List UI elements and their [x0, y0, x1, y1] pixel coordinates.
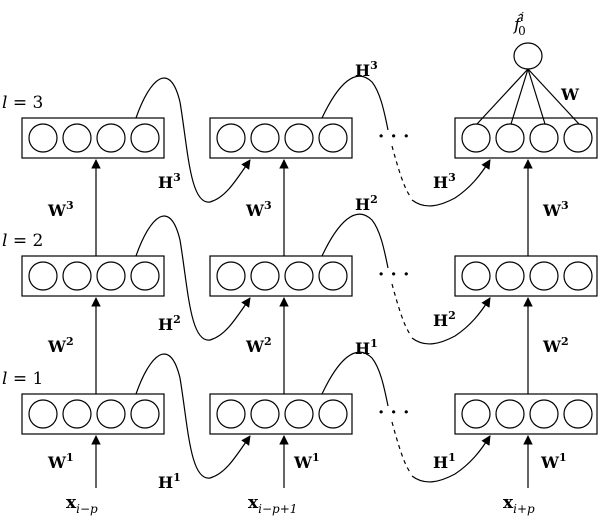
- hidden-label-h3-top: H3: [355, 59, 378, 80]
- h2-curve-left-mid: [135, 215, 251, 341]
- hidden-label-h1-left: H1: [158, 471, 181, 492]
- layer2-left-neuron-3: [96, 261, 126, 291]
- vertical-arrows: [91, 159, 533, 488]
- layer1-left-neuron-2: [62, 399, 92, 429]
- neurons: [28, 123, 593, 429]
- layer3-left-neuron-4: [130, 123, 160, 153]
- layer3-left-neuron-3: [96, 123, 126, 153]
- layer1-right-neuron-4: [563, 399, 593, 429]
- layer1-right-neuron-3: [529, 399, 559, 429]
- h1-curve-mid-dashed: [391, 421, 411, 473]
- ellipsis-row1: · · ·: [378, 402, 409, 423]
- h1-curve-left-mid: [135, 353, 251, 479]
- h3-curve-left-mid: [135, 77, 251, 203]
- hidden-label-h2-top: H2: [355, 193, 378, 214]
- layer1-left-neuron-3: [96, 399, 126, 429]
- h3-curve-mid-start: [321, 75, 389, 131]
- layer1-right-neuron-2: [495, 399, 525, 429]
- hidden-label-h3-left: H3: [158, 171, 181, 192]
- output-edge-4: [527, 68, 580, 125]
- weight-label-w3-left: W3: [47, 199, 74, 220]
- h3-curve-mid-end: [411, 159, 491, 207]
- h2-curve-mid-start: [321, 213, 389, 269]
- hidden-label-h2-left: H2: [158, 313, 181, 334]
- layer3-left-neuron-1: [28, 123, 58, 153]
- output-edge-2: [510, 68, 529, 125]
- layer-label-2: l = 2: [2, 231, 43, 251]
- layer3-mid-neuron-3: [284, 123, 314, 153]
- layer1-mid-neuron-1: [216, 399, 246, 429]
- h1-curve-mid-end: [411, 435, 491, 483]
- h1-curve-mid-start: [321, 351, 389, 407]
- layer3-mid-neuron-1: [216, 123, 246, 153]
- layer3-right-neuron-1: [461, 123, 491, 153]
- layer2-right-neuron-3: [529, 261, 559, 291]
- ellipsis-row3: · · ·: [378, 126, 409, 147]
- weight-label-w3-right: W3: [542, 199, 569, 220]
- weight-label-w2-right: W2: [542, 335, 569, 356]
- layer2-mid-neuron-3: [284, 261, 314, 291]
- h2-curve-mid-end: [411, 297, 491, 345]
- hidden-label-h3-right: H3: [433, 171, 456, 192]
- layer2-mid-neuron-2: [250, 261, 280, 291]
- hidden-label-h1-right: H1: [433, 451, 456, 472]
- weight-label-w1-right: W1: [540, 451, 567, 472]
- layer2-right-neuron-1: [461, 261, 491, 291]
- ellipsis-row2: · · ·: [378, 264, 409, 285]
- output-node: [513, 42, 543, 70]
- weight-label-output: W: [560, 85, 580, 104]
- layer3-right-neuron-2: [495, 123, 525, 153]
- hidden-label-h2-right: H2: [433, 309, 456, 330]
- output-edge-3: [527, 68, 546, 125]
- layer3-right-neuron-3: [529, 123, 559, 153]
- weight-label-w2-left: W2: [47, 335, 74, 356]
- input-label-mid: xi−p+1: [248, 493, 297, 516]
- layer-label-3: l = 3: [2, 93, 43, 113]
- layer1-mid-neuron-3: [284, 399, 314, 429]
- layer2-right-neuron-2: [495, 261, 525, 291]
- layer2-left-neuron-1: [28, 261, 58, 291]
- layer-label-1: l = 1: [2, 369, 43, 389]
- layer1-mid-neuron-4: [318, 399, 348, 429]
- labels: l = 3 l = 2 l = 1 W3 W2 W1 W3 W2 W1 W3 W…: [2, 10, 580, 516]
- output-edge-1: [476, 68, 529, 125]
- h3-curve-mid-dashed: [391, 145, 411, 197]
- layer2-mid-neuron-1: [216, 261, 246, 291]
- layer3-mid-neuron-4: [318, 123, 348, 153]
- layer3-right-neuron-4: [563, 123, 593, 153]
- h2-curve-mid-dashed: [391, 283, 411, 335]
- hidden-curves: [135, 75, 491, 483]
- layer1-left-neuron-4: [130, 399, 160, 429]
- layer1-right-neuron-1: [461, 399, 491, 429]
- layer1-mid-neuron-2: [250, 399, 280, 429]
- output-group: [476, 42, 580, 125]
- input-label-right: xi+p: [503, 493, 535, 516]
- layer2-left-neuron-2: [62, 261, 92, 291]
- weight-label-w2-mid: W2: [245, 335, 272, 356]
- layer2-mid-neuron-4: [318, 261, 348, 291]
- layer3-mid-neuron-2: [250, 123, 280, 153]
- layer3-left-neuron-2: [62, 123, 92, 153]
- input-label-left: xi−p: [66, 493, 98, 516]
- weight-label-w1-mid: W1: [293, 451, 320, 472]
- weight-label-w3-mid: W3: [245, 199, 272, 220]
- layer2-left-neuron-4: [130, 261, 160, 291]
- layer1-left-neuron-1: [28, 399, 58, 429]
- hidden-label-h1-top: H1: [355, 337, 378, 358]
- layer2-right-neuron-4: [563, 261, 593, 291]
- weight-label-w1-left: W1: [47, 451, 74, 472]
